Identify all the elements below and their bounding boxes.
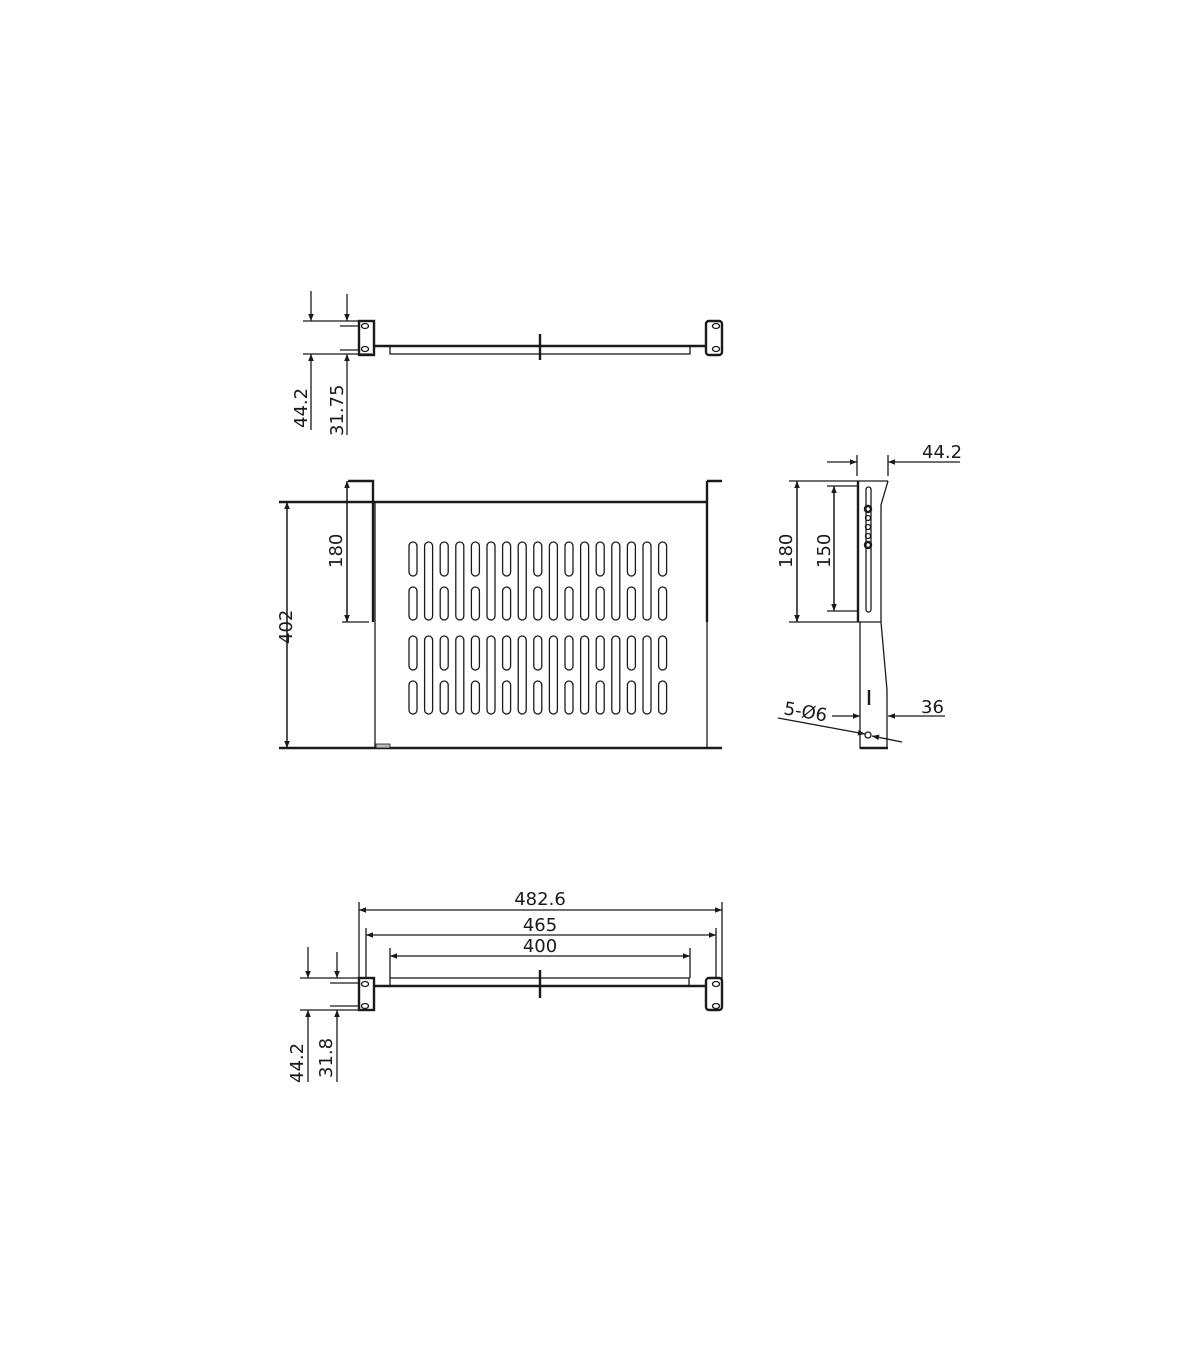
hole-callout: 5-Ø6: [782, 698, 829, 726]
vent-slot: [470, 680, 481, 715]
vent-slot: [423, 635, 434, 715]
vent-slot: [626, 680, 637, 715]
vent-slot: [455, 635, 465, 715]
vent-slot: [533, 635, 543, 671]
vent-slot: [470, 635, 481, 671]
vent-slot: [642, 541, 652, 621]
vent-slot: [579, 635, 590, 715]
vent-slot: [408, 635, 418, 671]
vent-slot: [439, 541, 449, 577]
vent-slot: [439, 680, 449, 715]
vent-slot: [470, 586, 481, 621]
vent-slot: [564, 635, 574, 671]
vent-slot: [657, 635, 668, 671]
ventilation-slots: [408, 541, 668, 715]
vent-slot: [657, 680, 668, 715]
dim-label: 44.2: [291, 388, 312, 428]
vent-slot: [408, 586, 418, 621]
vent-slot: [626, 635, 637, 671]
vent-slot: [579, 541, 590, 621]
vent-slot: [564, 541, 574, 577]
vent-slot: [517, 541, 527, 621]
vent-slot: [564, 586, 574, 621]
vent-slot: [657, 586, 668, 621]
vent-slot: [611, 635, 621, 715]
dim-label: 180: [326, 534, 347, 568]
dim-label: 44.2: [922, 442, 962, 463]
vent-slot: [501, 680, 512, 715]
vent-slot: [548, 635, 559, 715]
vent-slot: [439, 635, 449, 671]
vent-slot: [423, 541, 434, 621]
dim-label: 180: [776, 534, 797, 568]
vent-slot: [642, 635, 652, 715]
vent-slot: [486, 541, 496, 621]
dim-label: 400: [523, 936, 557, 957]
vent-slot: [439, 586, 449, 621]
front-view: 402 180: [276, 479, 722, 750]
dim-label: 402: [276, 610, 297, 644]
bottom-view: 482.6 465 400 44.2 31.8: [287, 889, 724, 1083]
left-ear: [357, 319, 376, 357]
vent-slot: [626, 586, 637, 621]
vent-slot: [486, 635, 496, 715]
vent-slot: [533, 680, 543, 715]
vent-slot: [548, 541, 559, 621]
vent-slot: [517, 635, 527, 715]
vent-slot: [611, 541, 621, 621]
dim-label: 31.8: [316, 1038, 337, 1078]
vent-slot: [564, 680, 574, 715]
top-view: 44.2 31.75: [291, 291, 724, 436]
vent-slot: [595, 680, 605, 715]
vent-slot: [533, 586, 543, 621]
vent-slot: [501, 586, 512, 621]
side-view: 44.2 180 150 36 5-Ø6: [776, 442, 962, 750]
dim-label: 150: [814, 534, 835, 568]
vent-slot: [595, 586, 605, 621]
right-ear: [704, 319, 724, 357]
vent-slot: [408, 541, 418, 577]
vent-slot: [455, 541, 465, 621]
vent-slot: [657, 541, 668, 577]
vent-slot: [533, 541, 543, 577]
vent-slot: [501, 635, 512, 671]
vent-slot: [470, 541, 481, 577]
vent-slot: [408, 680, 418, 715]
dim-label: 465: [523, 915, 557, 936]
dim-label: 36: [921, 697, 944, 718]
vent-slot: [595, 635, 605, 671]
dim-label: 31.75: [327, 384, 348, 436]
vent-slot: [595, 541, 605, 577]
dim-label: 44.2: [287, 1043, 308, 1083]
vent-slot: [501, 541, 512, 577]
adjustment-holes: [863, 504, 873, 550]
dim-label: 482.6: [514, 889, 566, 910]
vent-slot: [626, 541, 637, 577]
